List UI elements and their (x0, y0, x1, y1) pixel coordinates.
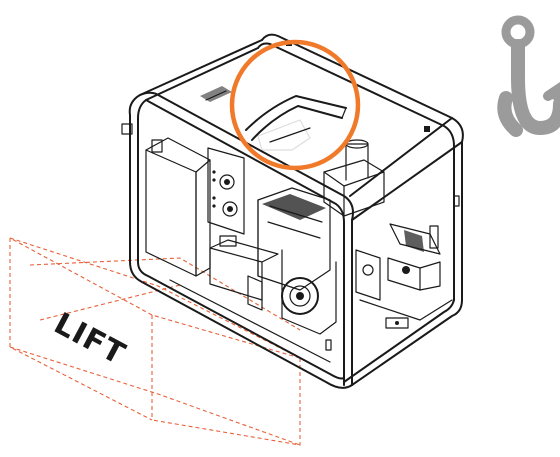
exhaust-muffler (323, 139, 385, 217)
lift-zone-box (9, 237, 301, 446)
vent-grille (200, 86, 232, 102)
control-cabinet (145, 137, 211, 277)
lifting-bar (245, 95, 347, 151)
hydraulic-valves (355, 223, 453, 329)
engine (209, 187, 337, 335)
highlight-circle (229, 39, 361, 171)
lift-label: LIFT (48, 306, 131, 372)
throttle-knob (222, 201, 238, 217)
control-panel (207, 147, 245, 235)
lifting-hook-icon (497, 15, 560, 137)
start-knob (219, 174, 235, 190)
